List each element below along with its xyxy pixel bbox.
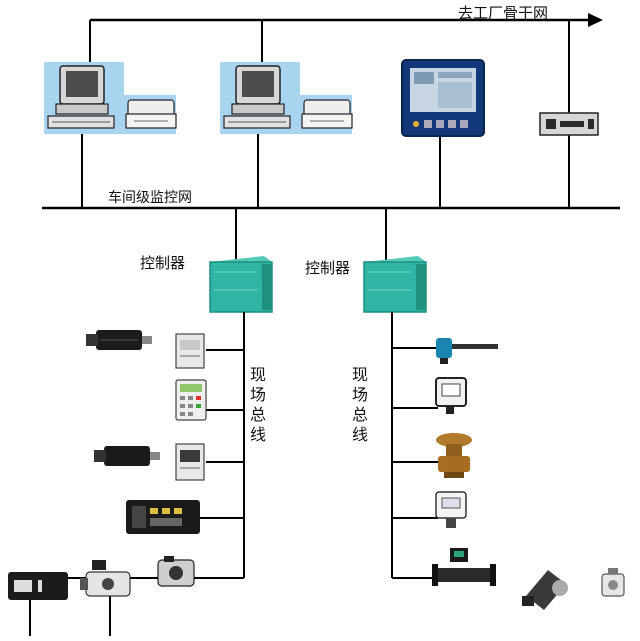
- fieldbus-left-char-1: 现: [250, 365, 266, 384]
- field-device-bottom-right-1: [522, 570, 568, 610]
- transmitter-icon: [435, 377, 467, 414]
- fieldbus-left-char-3: 总: [250, 405, 266, 424]
- valve-icon: [157, 556, 195, 587]
- controller-left: 控制器: [140, 254, 273, 313]
- field-device-bottom-1: [8, 572, 68, 600]
- controller-cabinet-icon: [363, 256, 427, 313]
- field-device-io-module: [126, 500, 200, 534]
- io-module-icon: [8, 572, 68, 600]
- sensor-icon: [601, 568, 625, 597]
- fieldbus-right-char-2: 场: [352, 385, 368, 404]
- fieldbus-left-char-2: 场: [250, 385, 266, 404]
- field-device-transmitter-2: [435, 491, 467, 528]
- field-device-servo-1: [86, 330, 205, 369]
- workstation-1: [44, 62, 177, 208]
- drive-module-icon: [175, 333, 205, 369]
- fieldbus-left-char-4: 线: [250, 425, 266, 444]
- sensor-icon: [436, 338, 498, 364]
- fieldbus-right-char-1: 现: [352, 365, 368, 384]
- workstation-2: [220, 62, 353, 208]
- keypad-icon: [175, 379, 207, 421]
- transmitter-icon: [435, 491, 467, 528]
- field-device-flowmeter: [432, 548, 496, 586]
- fieldbus-right: 现 场 总 线: [352, 312, 438, 579]
- controller-left-label: 控制器: [140, 254, 185, 272]
- workstation-icon: [47, 65, 115, 129]
- servo-motor-icon: [86, 330, 152, 350]
- workstation-icon: [223, 65, 291, 129]
- printer-icon: [301, 99, 353, 129]
- fieldbus-right-char-4: 线: [352, 425, 368, 444]
- servo-motor-icon: [94, 446, 160, 466]
- drive-module-icon: [175, 443, 205, 481]
- flowmeter-icon: [432, 548, 496, 586]
- valve-icon: [436, 433, 472, 478]
- hmi-panel-icon: [401, 59, 485, 208]
- network-device-icon: [539, 112, 599, 136]
- fieldbus-right-char-3: 总: [352, 405, 368, 424]
- field-device-bottom-3: [157, 556, 195, 587]
- field-device-transmitter-1: [435, 377, 467, 414]
- controller-right: 控制器: [305, 256, 427, 313]
- valve-icon: [80, 560, 131, 597]
- workshop-network-label: 车间级监控网: [108, 189, 192, 206]
- field-device-servo-2: [94, 443, 205, 481]
- field-device-bottom-right-2: [601, 568, 625, 597]
- controller-cabinet-icon: [209, 256, 273, 313]
- field-device-valve-actuator: [436, 433, 472, 478]
- workshop-network: 车间级监控网: [42, 189, 620, 262]
- controller-right-label: 控制器: [305, 259, 350, 277]
- backbone-label: 去工厂骨干网: [458, 4, 548, 22]
- arrow-right-icon: [588, 13, 603, 27]
- printer-icon: [125, 99, 177, 129]
- field-device-bottom-2: [80, 560, 131, 597]
- valve-icon: [522, 570, 568, 610]
- field-device-probe: [436, 338, 498, 364]
- field-device-keypad: [175, 379, 207, 421]
- io-module-icon: [126, 500, 200, 534]
